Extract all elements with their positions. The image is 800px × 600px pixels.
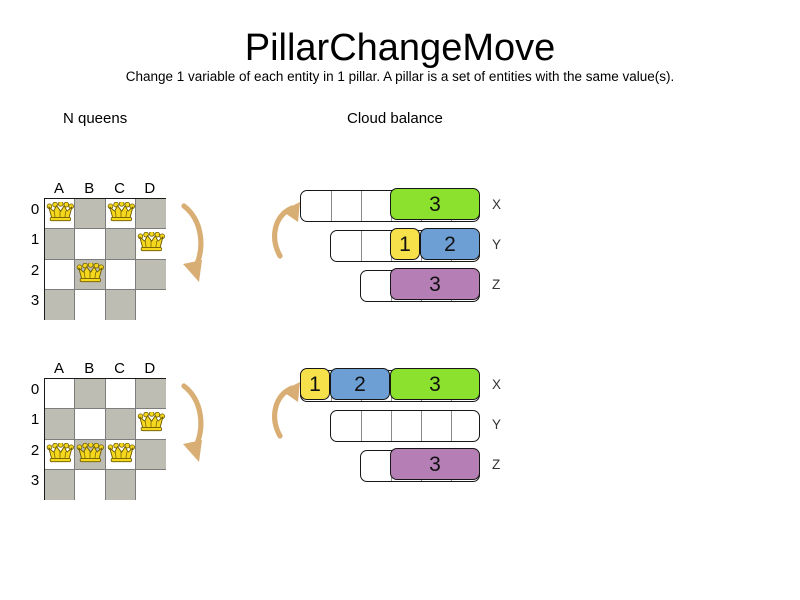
nqueens-board-before: A B C D 0 1 2 3 (24, 175, 224, 325)
board-cell[interactable] (135, 259, 166, 290)
board-cell[interactable] (45, 469, 76, 500)
queen-icon (46, 202, 74, 222)
board-cell[interactable] (135, 229, 166, 260)
board-cell[interactable] (75, 469, 106, 500)
section-label-cloud-balance: Cloud balance (347, 110, 443, 127)
board-row-header: 3 (30, 291, 40, 309)
board-row-header: 3 (30, 471, 40, 489)
board-cell[interactable] (135, 439, 166, 470)
machine-label: X (492, 197, 502, 212)
bar-tick (391, 411, 392, 441)
page-title: PillarChangeMove (244, 27, 556, 69)
machine-label: Z (492, 457, 501, 472)
process-segment[interactable]: 1 (300, 368, 330, 401)
board-column-header: D (144, 180, 156, 197)
chess-board (44, 378, 166, 500)
board-row-header: 2 (30, 261, 40, 279)
board-cell[interactable] (75, 409, 106, 440)
machine-capacity-bar[interactable] (330, 410, 480, 442)
board-cell[interactable] (135, 199, 166, 230)
cloud-top-arrow-icon (272, 202, 300, 259)
chess-board (44, 198, 166, 320)
board-column-header: C (114, 360, 125, 377)
queen-icon (137, 412, 165, 432)
process-segment[interactable]: 2 (330, 368, 390, 401)
machine-row: Y (290, 410, 520, 442)
board-cell[interactable] (75, 289, 106, 320)
board-cell[interactable] (135, 409, 166, 440)
queen-icon (76, 262, 105, 282)
board-cell[interactable] (105, 229, 136, 260)
bar-tick (361, 191, 362, 221)
machine-label: Y (492, 237, 502, 252)
board-cell[interactable] (105, 259, 136, 290)
bar-tick (331, 191, 332, 221)
board-cell[interactable] (45, 439, 76, 470)
queen-icon (107, 442, 135, 462)
machine-label: X (492, 377, 502, 392)
board-cell[interactable] (45, 409, 76, 440)
process-segment[interactable]: 1 (390, 228, 420, 261)
process-segment[interactable]: 2 (420, 228, 480, 261)
bar-tick (361, 411, 362, 441)
board-cell[interactable] (75, 229, 106, 260)
section-label-nqueens: N queens (63, 110, 128, 127)
bar-tick (451, 411, 452, 441)
queen-icon (107, 202, 135, 222)
board-row-header: 0 (30, 381, 40, 398)
board-cell[interactable] (105, 379, 136, 410)
board-column-header: A (53, 360, 64, 377)
board-cell[interactable] (105, 469, 136, 500)
board-column-header: A (53, 180, 64, 197)
board-row-header: 1 (30, 231, 40, 249)
board-column-header: C (114, 180, 125, 197)
queen-icon (46, 442, 74, 462)
board-cell[interactable] (45, 229, 76, 260)
nqueens-bottom-arrow-icon (181, 383, 204, 462)
board-row-header: 1 (30, 411, 40, 429)
queen-icon (76, 442, 105, 462)
board-cell[interactable] (105, 409, 136, 440)
board-cell[interactable] (135, 379, 166, 410)
nqueens-top-arrow-icon (181, 203, 204, 282)
board-cell[interactable] (45, 259, 76, 290)
board-row-header: 0 (30, 201, 40, 218)
board-cell[interactable] (135, 289, 166, 320)
board-column-header: B (84, 360, 95, 377)
board-cell[interactable] (75, 439, 106, 470)
queen-icon (137, 232, 165, 252)
board-cell[interactable] (45, 379, 76, 410)
process-segment[interactable]: 3 (390, 188, 480, 221)
board-cell[interactable] (105, 289, 136, 320)
board-row-header: 2 (30, 441, 40, 459)
process-segment[interactable]: 3 (390, 368, 480, 401)
bar-tick (361, 231, 362, 261)
machine-label: Z (492, 277, 501, 292)
board-cell[interactable] (105, 439, 136, 470)
page-subtitle: Change 1 variable of each entity in 1 pi… (125, 69, 675, 84)
board-cell[interactable] (45, 289, 76, 320)
board-column-header: D (144, 360, 156, 377)
process-segment[interactable]: 3 (390, 268, 480, 301)
bar-tick (421, 411, 422, 441)
board-cell[interactable] (75, 199, 106, 230)
machine-label: Y (492, 417, 502, 432)
board-cell[interactable] (135, 469, 166, 500)
process-segment[interactable]: 3 (390, 448, 480, 481)
board-cell[interactable] (45, 199, 76, 230)
board-cell[interactable] (75, 379, 106, 410)
cloud-bottom-arrow-icon (272, 382, 300, 439)
board-cell[interactable] (105, 199, 136, 230)
board-column-header: B (84, 180, 95, 197)
board-cell[interactable] (75, 259, 106, 290)
